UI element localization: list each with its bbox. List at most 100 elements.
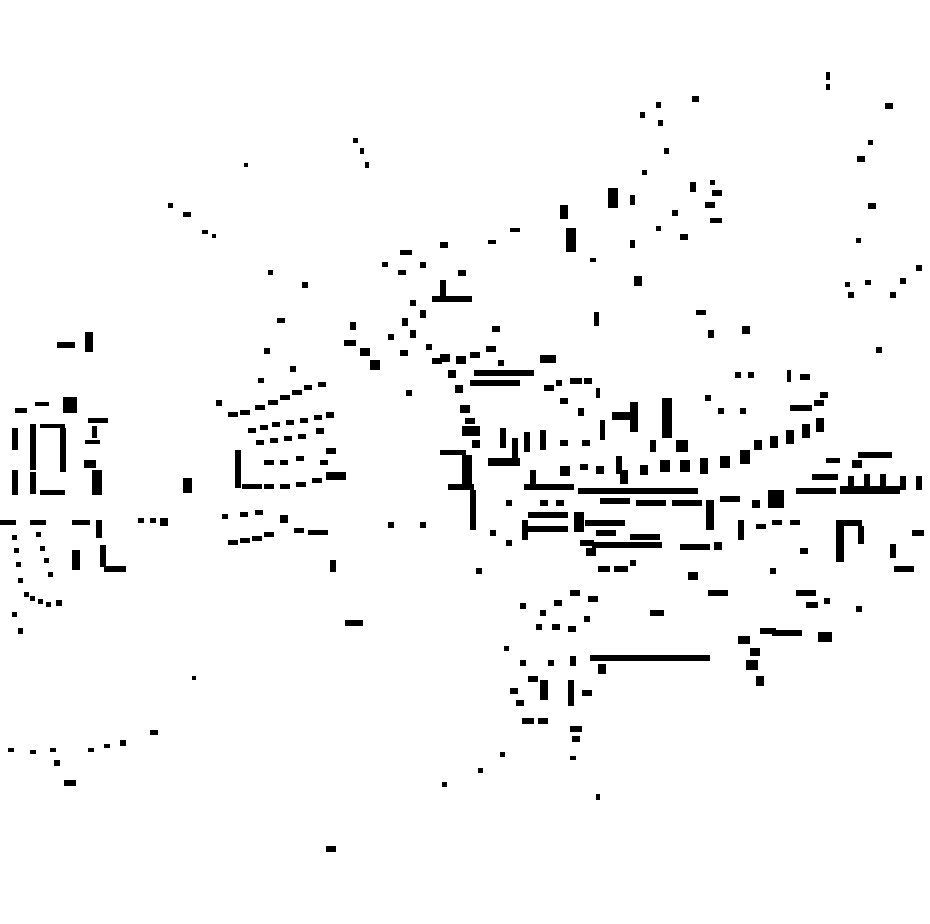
building-footprint [598, 566, 610, 572]
building-footprint [735, 372, 741, 378]
building-footprint [524, 484, 574, 490]
building-footprint [528, 512, 568, 518]
building-footprint [596, 530, 616, 536]
building-footprint [814, 400, 824, 406]
building-footprint [465, 418, 475, 424]
building-footprint [768, 490, 784, 508]
building-footprint [596, 388, 600, 398]
building-footprint [350, 322, 356, 330]
building-footprint [252, 536, 262, 541]
building-footprint [705, 202, 715, 208]
building-footprint [264, 484, 274, 489]
building-footprint [748, 372, 754, 378]
building-footprint [516, 700, 524, 706]
building-footprint [500, 752, 505, 757]
building-footprint [574, 512, 584, 532]
building-footprint [40, 490, 65, 495]
building-footprint [426, 344, 432, 350]
building-footprint [570, 726, 582, 732]
building-footprint [820, 392, 828, 398]
building-footprint [388, 522, 394, 528]
building-footprint [680, 234, 688, 240]
building-footprint [277, 318, 285, 323]
building-footprint [582, 690, 592, 696]
building-footprint [570, 378, 582, 384]
building-footprint [440, 450, 466, 455]
building-footprint [662, 398, 672, 438]
building-footprint [580, 464, 588, 470]
building-footprint [806, 602, 818, 608]
building-footprint [420, 310, 426, 318]
building-footprint [292, 390, 302, 395]
building-footprint [688, 572, 698, 580]
building-footprint [560, 466, 570, 476]
building-footprint [330, 560, 336, 572]
building-footprint [790, 405, 812, 411]
building-footprint [30, 472, 36, 494]
building-footprint [264, 348, 270, 354]
building-footprint [630, 534, 660, 540]
building-footprint [60, 428, 66, 472]
building-footprint [754, 440, 762, 450]
building-footprint [790, 520, 800, 525]
building-footprint [244, 163, 248, 167]
building-footprint [746, 660, 758, 670]
building-footprint [528, 526, 568, 532]
building-footprint [912, 530, 924, 536]
building-footprint [85, 332, 93, 352]
building-footprint [398, 270, 406, 275]
building-footprint [696, 310, 706, 315]
building-footprint [826, 72, 830, 80]
building-footprint [584, 616, 590, 622]
building-footprint [242, 484, 262, 489]
building-footprint [750, 648, 760, 656]
building-footprint [326, 472, 346, 480]
building-footprint [554, 600, 562, 606]
building-footprint [568, 680, 574, 706]
building-footprint [183, 212, 191, 217]
building-footprint [474, 370, 534, 376]
building-footprint [900, 476, 906, 490]
building-footprint [864, 474, 870, 488]
building-footprint [672, 500, 702, 506]
building-footprint [12, 535, 17, 540]
building-footprint [365, 162, 369, 168]
building-footprint [865, 280, 871, 285]
building-footprint [826, 84, 830, 90]
building-footprint [228, 540, 238, 545]
building-footprint [256, 440, 264, 445]
building-footprint [46, 602, 51, 607]
building-footprint [640, 112, 645, 118]
building-footprint [240, 410, 250, 415]
building-footprint [858, 452, 892, 458]
building-footprint [264, 460, 274, 465]
building-footprint [462, 455, 472, 485]
building-footprint [56, 600, 62, 606]
building-footprint [738, 636, 750, 644]
building-footprint [692, 96, 699, 102]
building-footprint [488, 240, 496, 244]
building-footprint [528, 676, 538, 682]
building-footprint [344, 340, 356, 346]
building-footprint [690, 182, 696, 192]
building-footprint [824, 598, 830, 604]
building-footprint [857, 156, 865, 162]
building-footprint [800, 374, 810, 380]
building-footprint [104, 744, 110, 748]
building-footprint [432, 358, 442, 364]
building-footprint [440, 354, 450, 362]
building-footprint [630, 195, 635, 205]
building-footprint [400, 250, 412, 255]
building-footprint [432, 296, 472, 302]
building-footprint [586, 548, 596, 556]
building-footprint [290, 366, 296, 372]
building-footprint [63, 397, 77, 413]
building-footprint [540, 500, 548, 506]
building-footprint [538, 718, 548, 724]
building-footprint [150, 518, 156, 523]
building-footprint [44, 558, 49, 563]
building-footprint [612, 412, 636, 420]
building-footprint [630, 402, 638, 432]
building-footprint [522, 718, 534, 724]
building-footprint [752, 500, 760, 508]
